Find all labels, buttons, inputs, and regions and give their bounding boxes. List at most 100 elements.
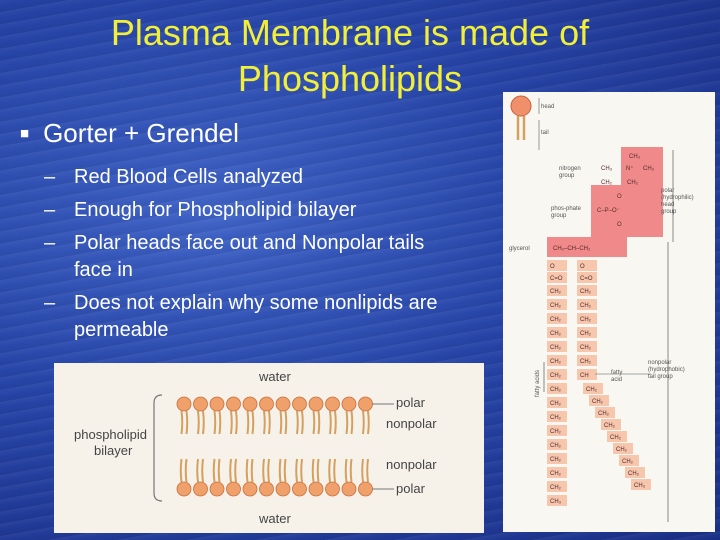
top-phospholipid [308, 396, 324, 435]
choline-ch3-top: CH₃ [629, 154, 641, 160]
bilayer-bracket [153, 394, 163, 502]
water-top-label: water [258, 369, 291, 384]
left-chain-carbon: CH₂ [550, 317, 562, 323]
nonpolar-tail [329, 410, 332, 435]
bottom-phospholipid [209, 458, 225, 497]
left-chain-carbon: CH₃ [550, 499, 562, 505]
top-phospholipid [325, 396, 340, 435]
right-chain-carbon-cell [577, 327, 597, 338]
choline-block [621, 147, 663, 185]
carbonyl-right: C=O [580, 276, 593, 282]
sub-bullet: – Does not explain why some nonlipids ar… [44, 290, 444, 344]
nonpolar-tail [230, 410, 233, 435]
choline-ch2-a: CH₂ [601, 180, 613, 186]
nonpolar-tail [333, 458, 336, 483]
ester-oxygen-right: O [580, 264, 585, 270]
bilayer-figure: water phospholipid bilayer polar nonpola… [54, 363, 484, 533]
nonpolar-tail [284, 410, 288, 435]
polar-label-4: group [661, 209, 677, 215]
choline-ch3-left: CH₃ [601, 166, 613, 172]
top-phospholipid [242, 396, 258, 435]
phospholipid-structure-figure: head tail CH₃ CH₃ N⁺ CH₃ CH₂ CH₂ O C–P–O… [503, 92, 715, 532]
left-chain-carbon: CH₂ [550, 345, 562, 351]
ester-oxygen-left: O [550, 264, 555, 270]
polar-head [325, 481, 340, 497]
structure-svg: head tail CH₃ CH₃ N⁺ CH₃ CH₂ CH₂ O C–P–O… [509, 95, 694, 522]
nonpolar-tail [279, 410, 283, 435]
main-bullet: ■ Gorter + Grendel [20, 118, 239, 149]
bilayer-label-line-2: bilayer [94, 443, 133, 458]
nonpolar-tail [201, 458, 204, 483]
water-bottom-label: water [258, 511, 291, 526]
phosphate-label-2: group [551, 213, 567, 219]
left-chain-carbon-cell [547, 383, 567, 394]
polar-head [209, 481, 225, 497]
right-chain-carbon-cell [619, 455, 639, 466]
polar-head [341, 481, 357, 497]
sub-bullet-text: Red Blood Cells analyzed [74, 166, 304, 188]
nonpolar-tail [361, 458, 364, 483]
nonpolar-tail [311, 458, 315, 483]
bottom-phospholipid [259, 458, 274, 497]
nonpolar-tail [334, 410, 337, 435]
choline-ch3-right: CH₃ [643, 166, 655, 172]
phosphate-label-1: phos-phate [551, 206, 582, 212]
nonpolar-tail [295, 458, 298, 483]
nonpolar-label-3: tail group [648, 374, 673, 380]
left-chain-carbon-cell [547, 411, 567, 422]
right-chain-carbon: CH₂ [580, 303, 592, 309]
left-chain-carbon: CH₂ [550, 373, 562, 379]
nonpolar-tail [312, 410, 316, 435]
nonpolar-tail [197, 410, 200, 435]
top-phospholipid [209, 396, 225, 435]
nonpolar-tail [301, 410, 304, 435]
nonpolar-tail [217, 458, 221, 483]
bottom-leaflet [176, 458, 373, 497]
right-chain-carbon-cell [601, 419, 621, 430]
left-chain-carbon-cell [547, 481, 567, 492]
dash-bullet: – [44, 292, 56, 314]
sub-bullet-list: – Red Blood Cells analyzed – Enough for … [44, 164, 444, 350]
ester-oxygen-left-cell [547, 260, 567, 271]
right-chain-carbon-cell [631, 479, 651, 490]
left-chain-carbon: CH₂ [550, 457, 562, 463]
nonpolar-tail [268, 410, 271, 435]
nonpolar-label-1: nonpolar [648, 360, 671, 366]
top-phospholipid [176, 396, 192, 435]
bottom-phospholipid [242, 458, 258, 497]
polar-label-1: polar [661, 188, 674, 194]
sub-bullet-text: Polar heads face out and Nonpolar tails … [74, 232, 425, 281]
fatty-acid-label-2: acid [611, 377, 622, 383]
top-phospholipid [259, 396, 274, 435]
right-chain-carbon: CH₂ [592, 399, 604, 405]
right-chain-carbon: CH₂ [616, 447, 628, 453]
bottom-phospholipid [226, 458, 241, 497]
fatty-acid-chain-right: OC=OCH₂CH₂CH₂CH₂CH₂CH₂CHCH₂CH₂CH₂CH₂CH₂C… [577, 260, 651, 490]
bottom-phospholipid [275, 458, 291, 497]
glycerol-block [547, 237, 627, 257]
left-chain-carbon-cell [547, 425, 567, 436]
nonpolar-tail [367, 410, 370, 435]
nonpolar-tail [263, 410, 266, 435]
right-chain-carbon: CH₃ [634, 483, 646, 489]
nonpolar-tail [267, 458, 270, 483]
nonpolar-tail [185, 410, 189, 435]
choline-ch2-b: CH₂ [627, 180, 639, 186]
polar-head [242, 396, 258, 412]
polar-head [325, 396, 340, 412]
nonpolar-tail [349, 458, 353, 483]
phosphate-o-bottom: O [617, 222, 622, 228]
polar-head [341, 396, 357, 412]
right-chain-carbon: CH₂ [598, 411, 610, 417]
right-chain-carbon: CH₂ [586, 387, 598, 393]
right-chain-carbon: CH₂ [604, 423, 616, 429]
nonpolar-tail [179, 458, 183, 483]
polar-head [226, 396, 241, 412]
nonpolar-tail [250, 458, 254, 483]
left-chain-carbon: CH₂ [550, 289, 562, 295]
nonpolar-tail [213, 410, 217, 435]
right-chain-carbon-cell [607, 431, 627, 442]
right-chain-carbon: CH₂ [622, 459, 634, 465]
nonpolar-tail [296, 410, 299, 435]
left-chain-carbon-cell [547, 467, 567, 478]
